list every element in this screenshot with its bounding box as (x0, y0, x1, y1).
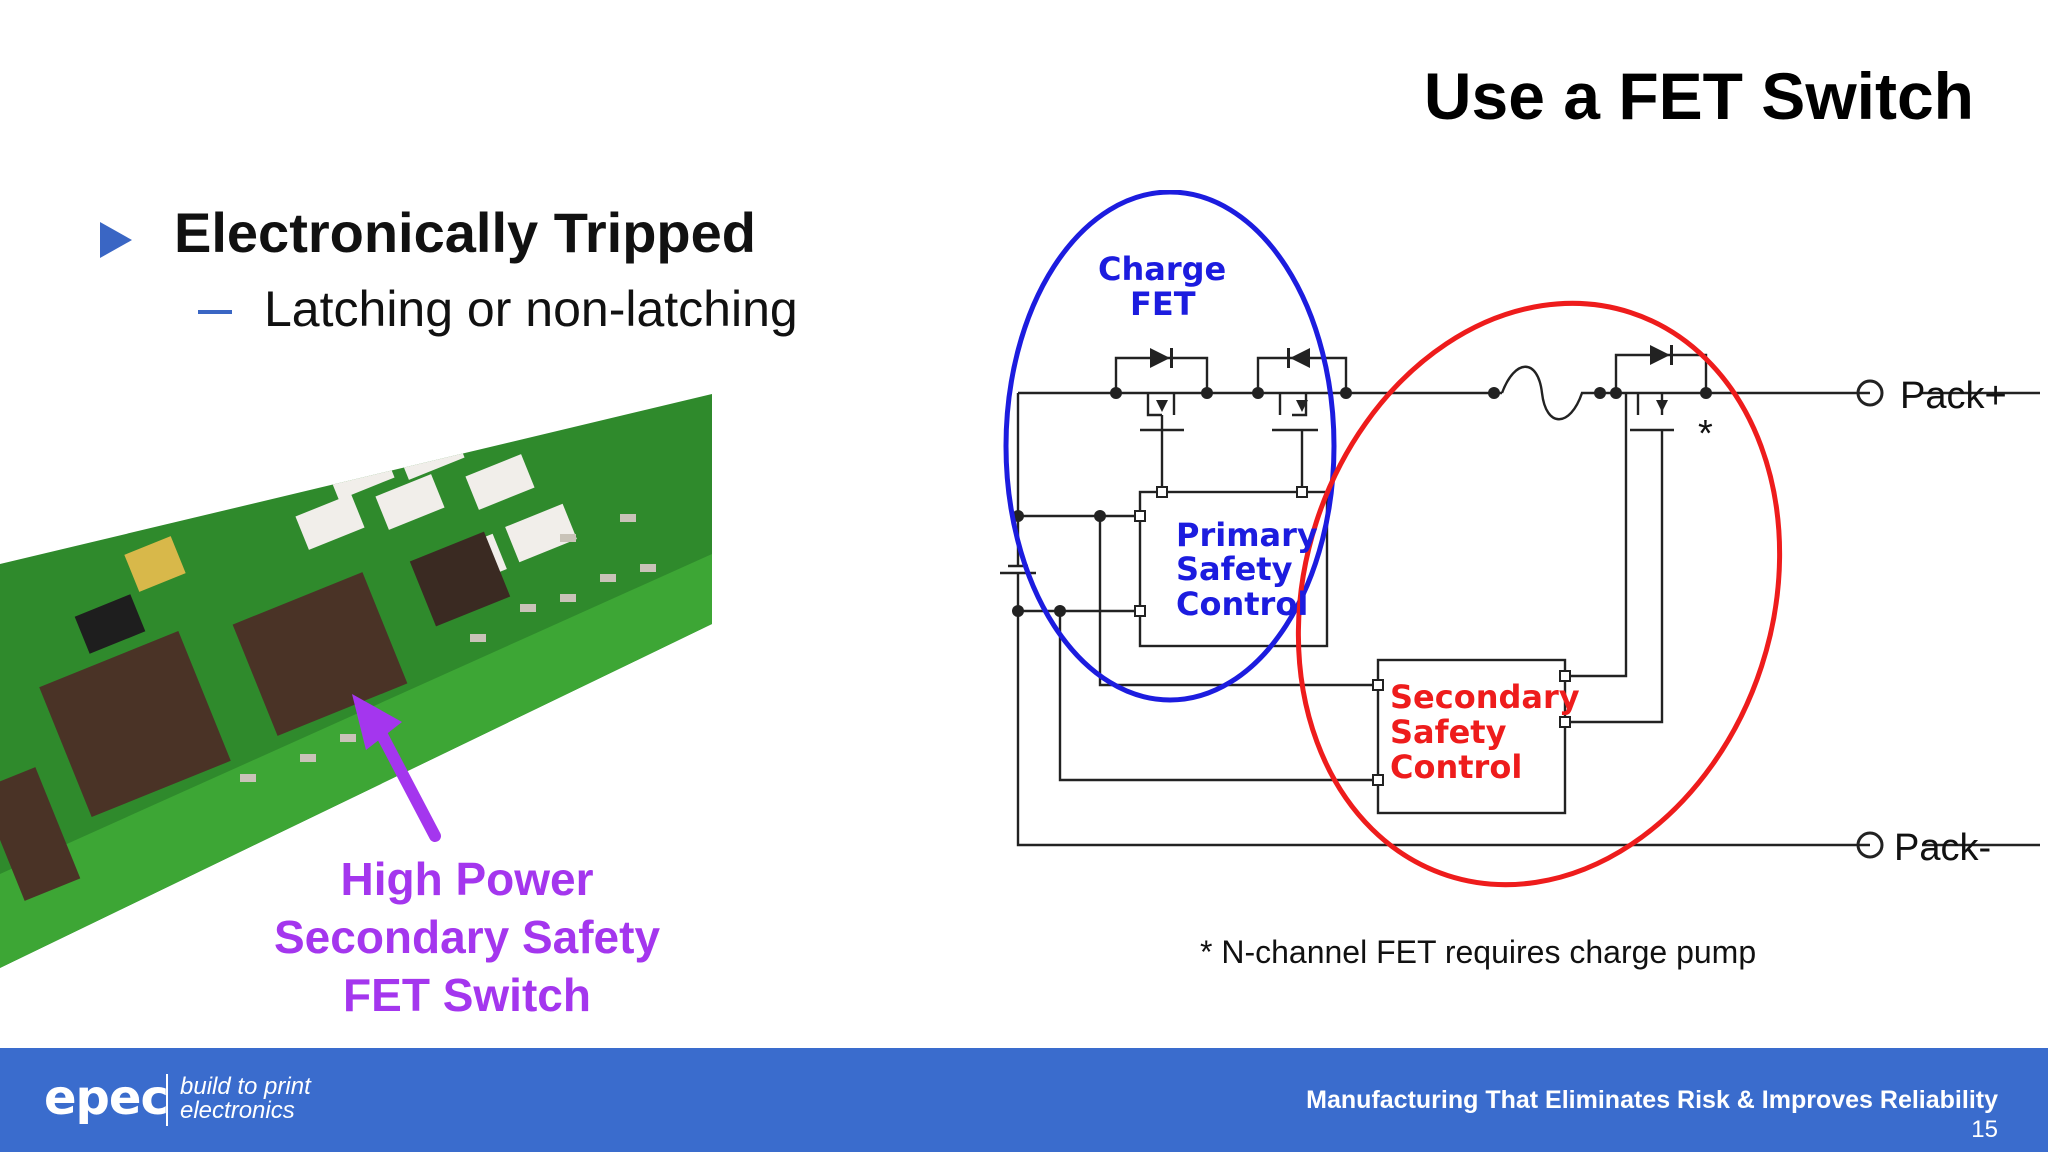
fet-switch-schematic: Charge FET Primary Safety Control Second… (990, 189, 2048, 950)
secondary-label-line2: Safety (1390, 713, 1507, 751)
secondary-label-line3: Control (1390, 748, 1522, 786)
secondary-label-line1: Secondary (1390, 678, 1580, 716)
logo-tagline: build to print electronics (180, 1075, 311, 1123)
asterisk-mark: * (1698, 413, 1713, 455)
schematic-footnote: * N-channel FET requires charge pump (1200, 934, 1757, 970)
photo-caption: High Power Secondary Safety FET Switch (232, 850, 702, 1024)
tagline-line: build to print (180, 1073, 311, 1100)
circuit-board-photo (0, 394, 712, 968)
pack-minus-label: Pack- (1894, 827, 1991, 869)
dash-icon (198, 310, 232, 314)
caption-line: FET Switch (343, 969, 591, 1021)
charge-fet-circle (1003, 189, 1337, 703)
pack-plus-label: Pack+ (1900, 375, 2007, 417)
primary-label-line1: Primary (1176, 516, 1318, 554)
logo-divider (166, 1074, 168, 1126)
sub-bullet-text: Latching or non-latching (264, 281, 798, 337)
bullet-text: Electronically Tripped (174, 201, 756, 264)
primary-label-line2: Safety (1176, 550, 1293, 588)
footer-text: Manufacturing That Eliminates Risk & Imp… (1306, 1086, 1998, 1114)
slide-title: Use a FET Switch (1423, 59, 1974, 133)
tagline-line: electronics (180, 1097, 295, 1124)
caption-line: High Power (340, 853, 594, 905)
footer-bar: epec build to print electronics Manufact… (0, 1048, 2048, 1152)
page-number: 15 (1971, 1116, 1998, 1143)
secondary-circle (1295, 300, 1783, 888)
charge-fet-label-line1: Charge (1098, 250, 1226, 288)
caption-line: Secondary Safety (273, 911, 661, 963)
charge-fet-label-line2: FET (1130, 285, 1196, 323)
epec-logo: epec (44, 1070, 169, 1126)
primary-label-line3: Control (1176, 585, 1308, 623)
triangle-bullet-icon (100, 222, 132, 258)
